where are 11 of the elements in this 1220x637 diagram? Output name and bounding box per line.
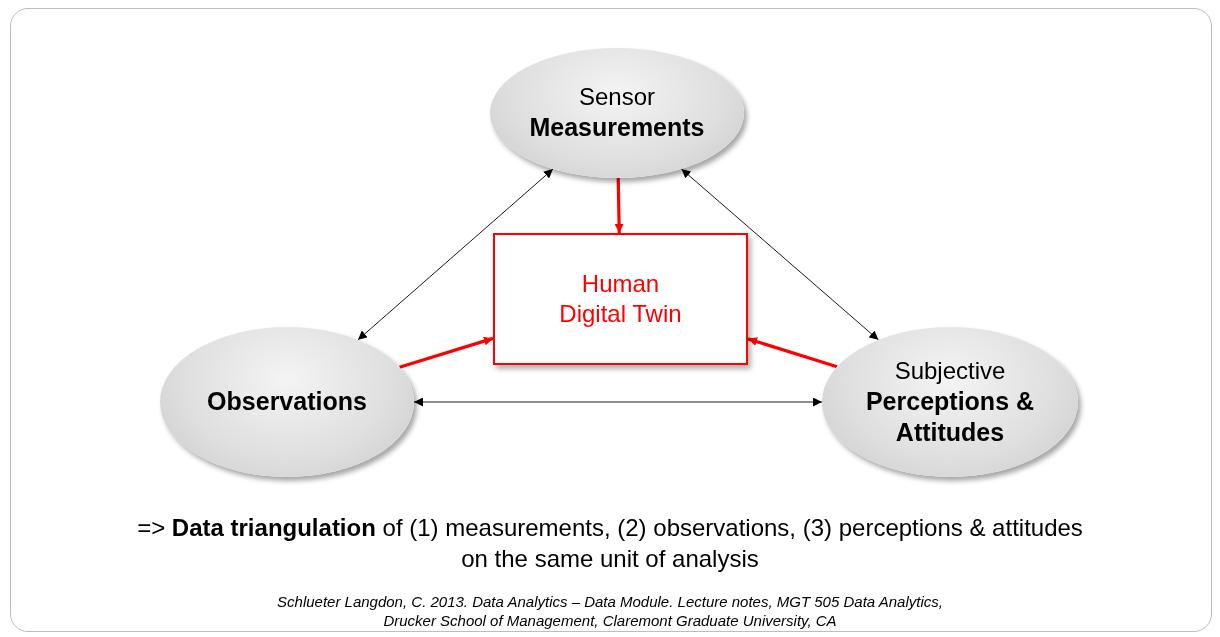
citation-text: Schlueter Langdon, C. 2013. Data Analytics – Data Module. Lecture notes, MGT 505 Data Analytics, Drucker School of Management, Claremont Graduate University, CA	[276, 593, 944, 631]
node-label: Subjective Perceptions & Attitudes	[864, 355, 1036, 448]
node-label: Observations	[207, 386, 367, 418]
arrow	[413, 397, 823, 407]
arrow	[747, 337, 838, 369]
node-label: Sensor Measurements	[528, 82, 706, 144]
arrow	[614, 177, 624, 234]
node-label: Human Digital Twin	[558, 269, 683, 329]
arrow	[399, 336, 494, 369]
process-box	[493, 233, 748, 365]
summary-text: => Data triangulation of (1) measurements, (2) observations, (3) perceptions & attitudes on the same unit of analysis	[136, 513, 1084, 575]
